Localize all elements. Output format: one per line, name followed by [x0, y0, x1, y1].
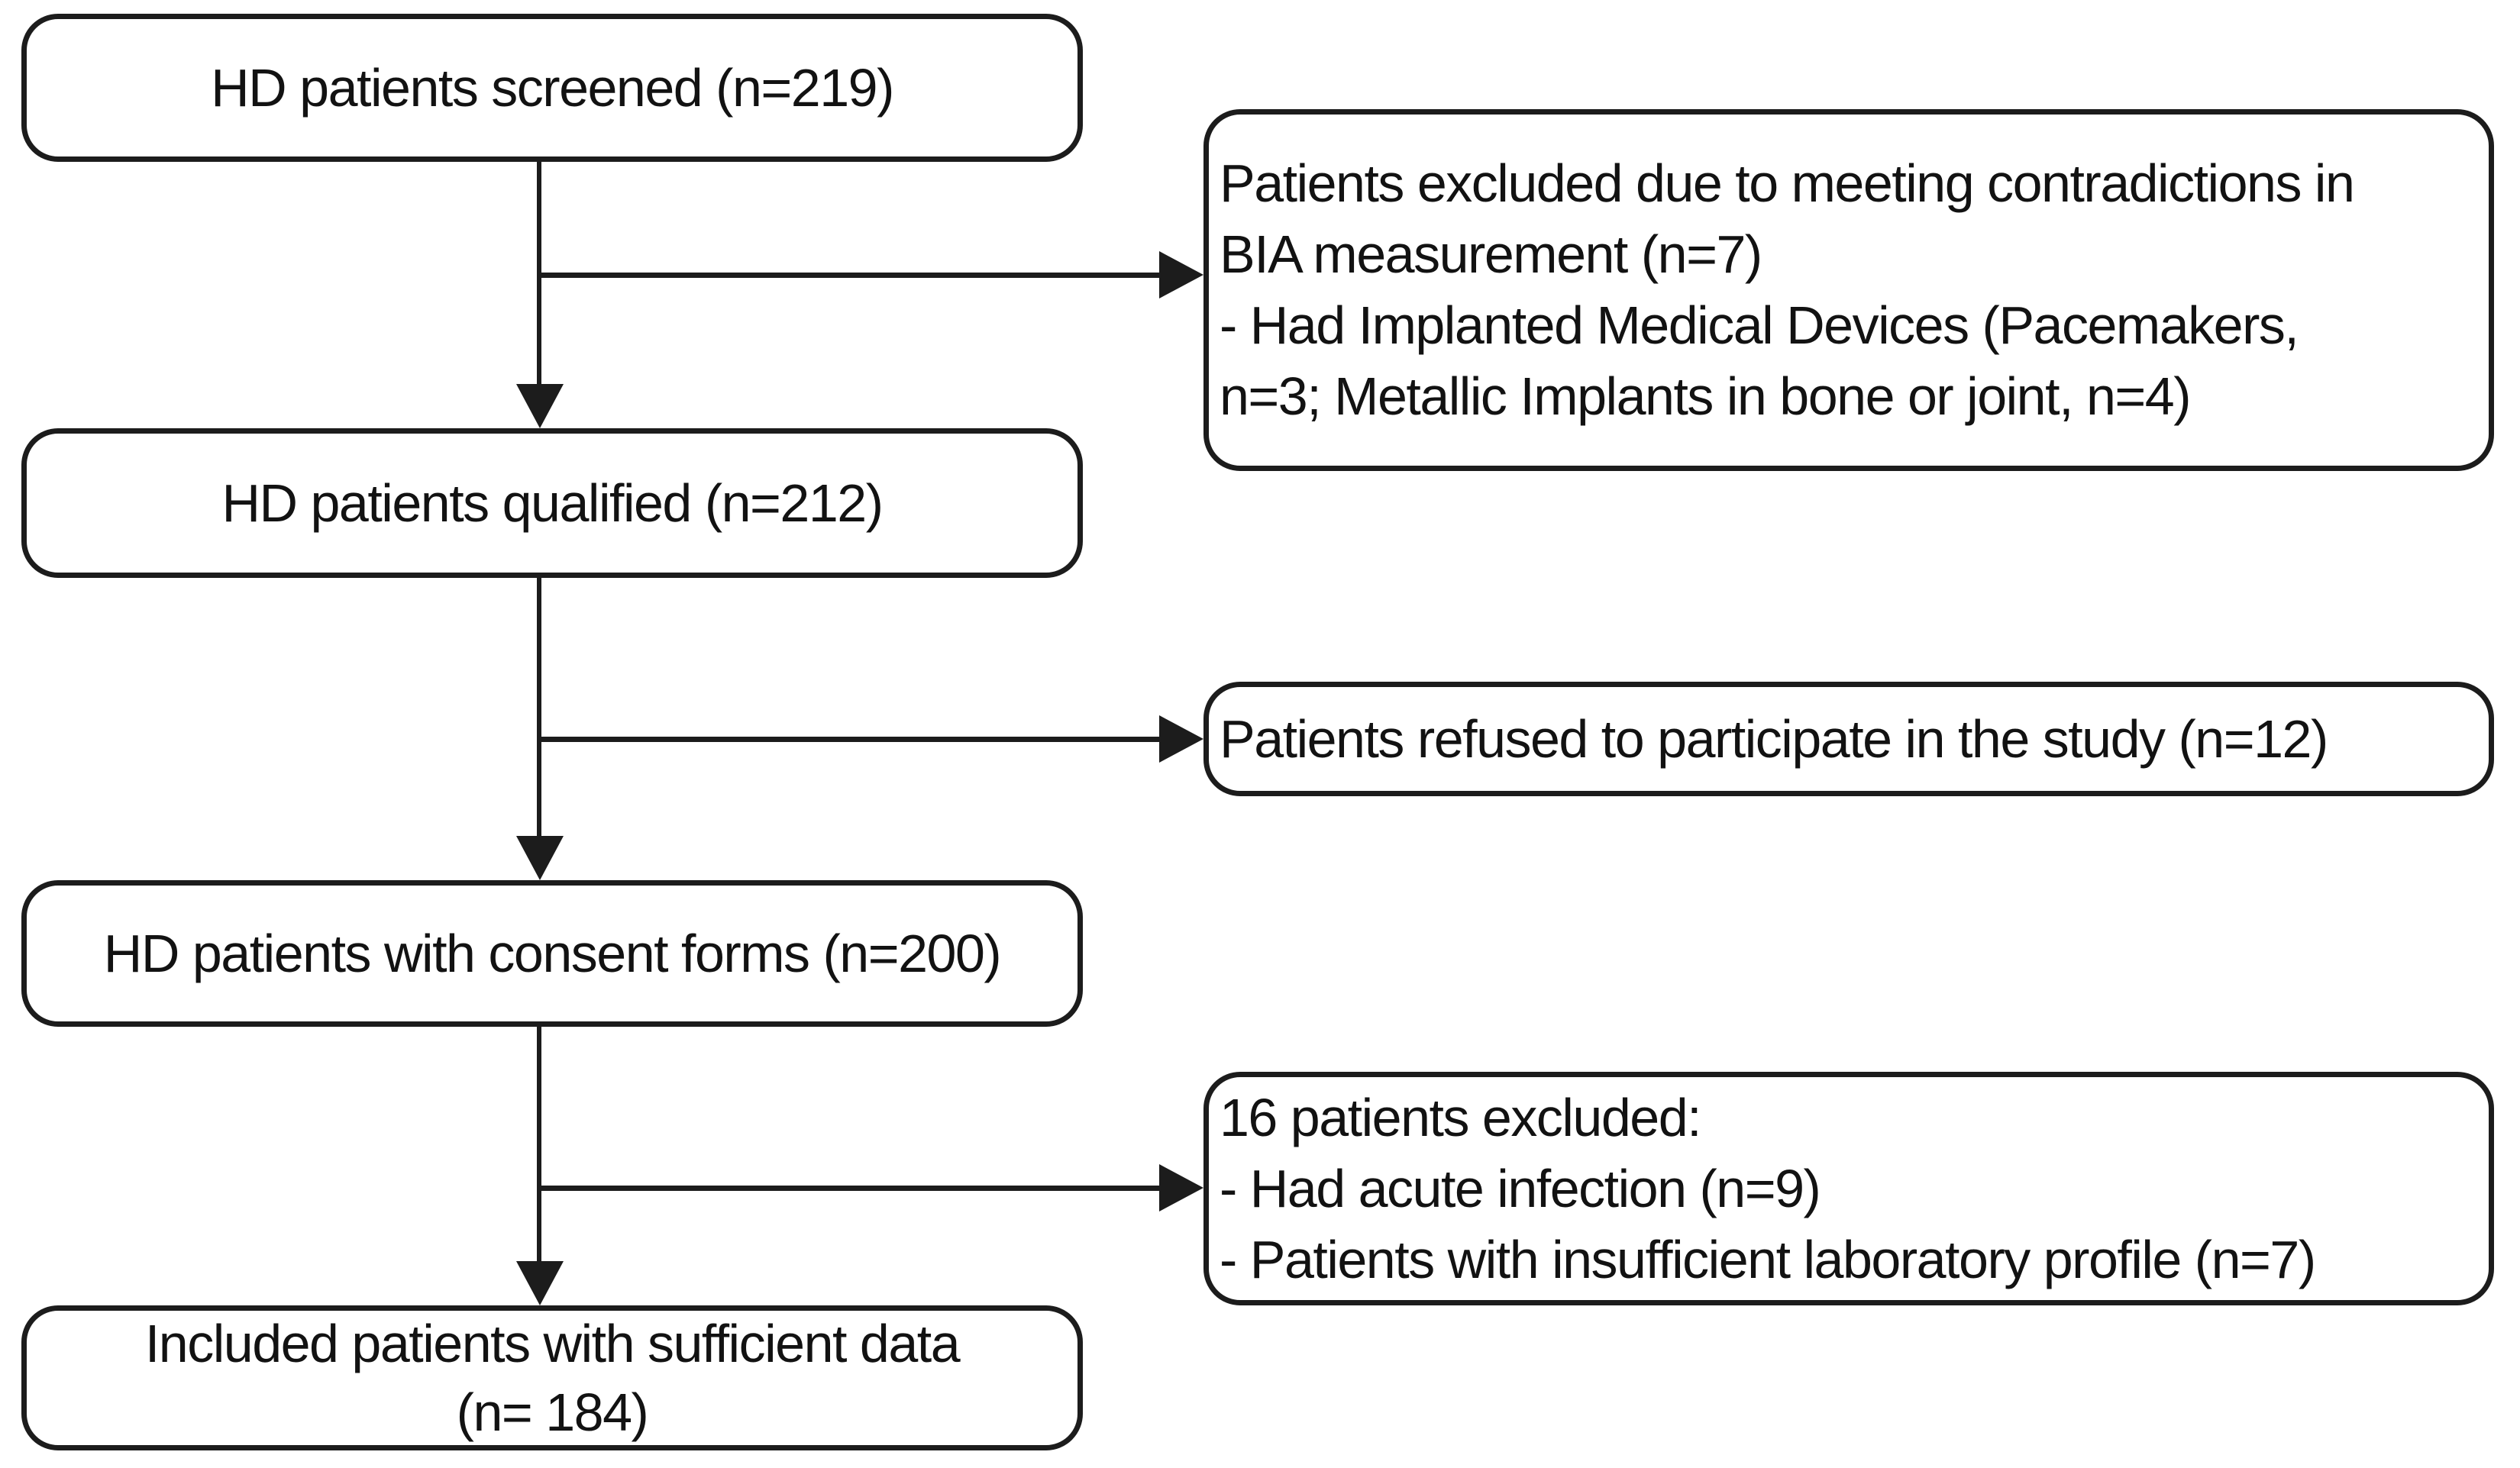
arrow-down-icon — [516, 384, 564, 428]
node-included-label-line2: (n= 184) — [456, 1383, 649, 1442]
node-excluded-bia: Patients excluded due to meeting contrad… — [1203, 109, 2494, 471]
arrow-right-icon — [1159, 1164, 1203, 1212]
connector-consent-to-included — [537, 1027, 541, 1263]
node-refused: Patients refused to participate in the s… — [1203, 682, 2494, 796]
node-excluded-lab: 16 patients excluded: - Had acute infect… — [1203, 1072, 2494, 1305]
node-screened-label: HD patients screened (n=219) — [211, 57, 894, 118]
node-screened: HD patients screened (n=219) — [21, 14, 1083, 162]
node-qualified-label: HD patients qualified (n=212) — [221, 473, 884, 533]
node-excluded-lab-line3: - Patients with insufficient laboratory … — [1220, 1229, 2316, 1289]
arrow-down-icon — [516, 1261, 564, 1305]
node-excluded-lab-line2: - Had acute infection (n=9) — [1220, 1158, 1821, 1218]
node-consent-forms: HD patients with consent forms (n=200) — [21, 880, 1083, 1027]
node-qualified: HD patients qualified (n=212) — [21, 428, 1083, 578]
node-consent-forms-label: HD patients with consent forms (n=200) — [103, 923, 1002, 983]
node-excluded-bia-line3: - Had Implanted Medical Devices (Pacemak… — [1220, 295, 2299, 355]
arrow-right-icon — [1159, 251, 1203, 298]
node-excluded-bia-line1: Patients excluded due to meeting contrad… — [1220, 153, 2355, 213]
node-included-label-line1: Included patients with sufficient data — [144, 1314, 961, 1373]
connector-to-excluded-bia — [539, 273, 1161, 278]
node-included: Included patients with sufficient data (… — [21, 1305, 1083, 1450]
connector-to-excluded-lab — [539, 1186, 1161, 1191]
arrow-right-icon — [1159, 715, 1203, 763]
node-excluded-lab-line1: 16 patients excluded: — [1220, 1087, 1702, 1147]
node-excluded-bia-line2: BIA measurement (n=7) — [1220, 224, 1762, 284]
node-refused-label: Patients refused to participate in the s… — [1220, 708, 2328, 769]
connector-qualified-to-consent — [537, 578, 541, 837]
node-excluded-bia-line4: n=3; Metallic Implants in bone or joint,… — [1220, 366, 2192, 426]
connector-to-refused — [539, 737, 1161, 742]
arrow-down-icon — [516, 836, 564, 880]
